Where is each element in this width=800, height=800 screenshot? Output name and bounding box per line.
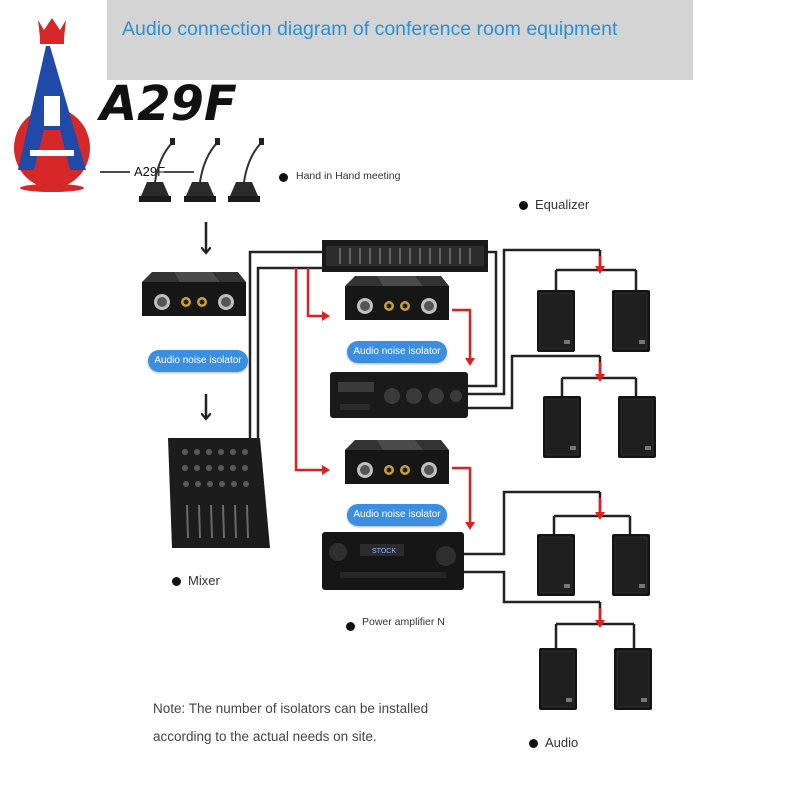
speaker-3 <box>542 395 582 459</box>
speaker-4 <box>617 395 657 459</box>
label-dot-audio <box>529 739 538 748</box>
speaker-7 <box>538 647 578 711</box>
amplifier-1 <box>330 372 468 418</box>
speaker-5 <box>536 533 576 597</box>
installation-note: Note: The number of isolators can be ins… <box>153 695 428 751</box>
label-power-amplifier-n: Power amplifier N <box>362 616 445 628</box>
speaker-6 <box>611 533 651 597</box>
label-audio: Audio <box>545 735 579 750</box>
label-dot-equalizer <box>519 201 528 210</box>
isolator-label-1: Audio noise isolator <box>148 350 248 372</box>
speaker-8 <box>613 647 653 711</box>
title-bar <box>107 0 693 80</box>
isolator-label-2: Audio noise isolator <box>347 341 447 363</box>
speaker-2 <box>611 289 651 353</box>
label-equalizer: Equalizer <box>535 197 590 212</box>
label-dot-power-amplifier <box>346 622 355 631</box>
red-signal-arrows <box>294 256 605 628</box>
note-line-2: according to the actual needs on site. <box>153 729 377 744</box>
audio-mixer <box>168 438 270 548</box>
isolator-label-3: Audio noise isolator <box>347 504 447 526</box>
label-dot-mixer <box>172 577 181 586</box>
diagram-title: Audio connection diagram of conference r… <box>122 18 618 40</box>
logo-caption: A29F <box>134 164 165 179</box>
speaker-1 <box>536 289 576 353</box>
power-amplifier-n: STOCK <box>322 532 464 590</box>
noise-isolator-3 <box>345 440 449 484</box>
logo-wordmark: A29F <box>96 76 237 132</box>
noise-isolator-2 <box>345 276 449 320</box>
label-dot-hand-in-hand <box>279 173 288 182</box>
noise-isolator-1 <box>142 272 246 316</box>
equalizer-rack <box>322 240 488 272</box>
note-line-1: Note: The number of isolators can be ins… <box>153 701 429 716</box>
label-hand-in-hand-meeting: Hand in Hand meeting <box>296 170 401 182</box>
amplifier-display: STOCK <box>372 548 396 555</box>
conference-microphones <box>138 137 265 203</box>
label-mixer: Mixer <box>188 573 220 588</box>
brand-logo-emblem <box>14 18 90 192</box>
